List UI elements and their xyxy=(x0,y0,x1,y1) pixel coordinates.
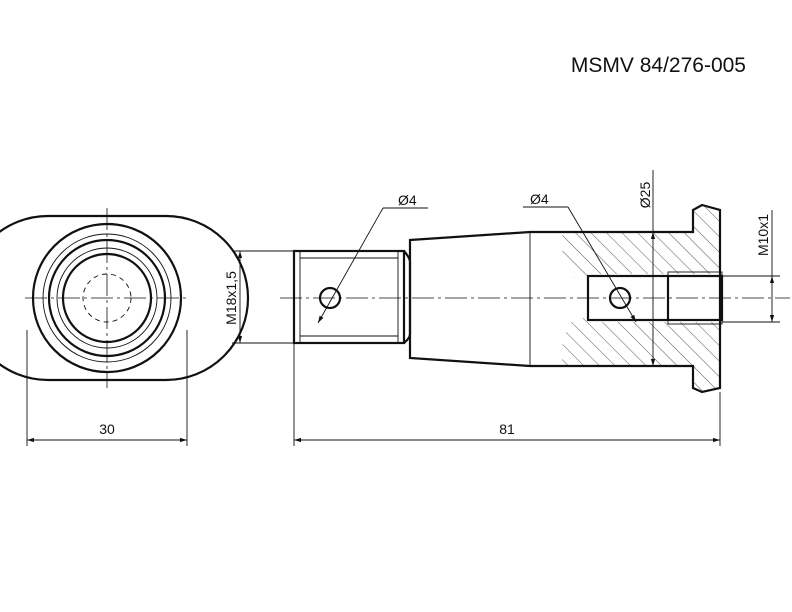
dim-m18-text: M18x1,5 xyxy=(223,271,239,325)
dim-30-text: 30 xyxy=(99,421,115,437)
end-view-outline xyxy=(0,214,250,382)
drawing-title: MSMV 84/276-005 xyxy=(570,54,746,77)
section-hatch xyxy=(561,205,722,392)
thread-section xyxy=(292,249,406,345)
dim-hole-right-text: Ø4 xyxy=(530,191,549,207)
side-view: Ø4 Ø4 Ø25 M18x1,5 M10x1 81 xyxy=(223,170,790,446)
dim-81-text: 81 xyxy=(499,421,515,437)
dim-hole-left-text: Ø4 xyxy=(398,192,417,208)
dim-m10-text: M10x1 xyxy=(755,214,771,256)
end-view: 30 xyxy=(0,208,250,446)
dim-25-text: Ø25 xyxy=(637,182,653,209)
